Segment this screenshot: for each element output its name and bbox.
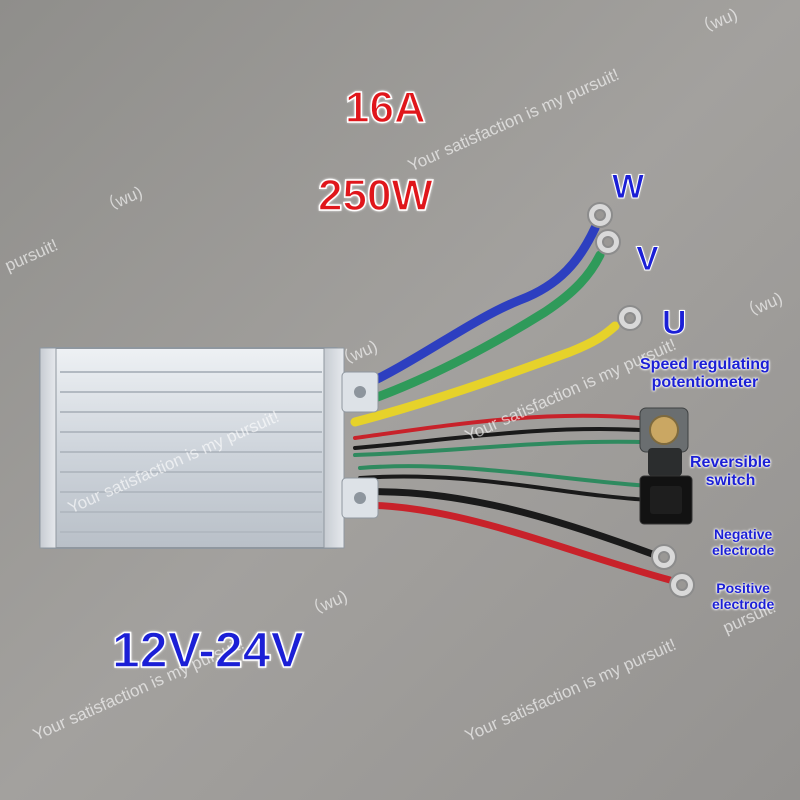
switch-callout: Reversible switch [690,454,771,491]
switch-callout-line1: Reversible [690,454,771,471]
wire-pot-green [353,439,642,457]
current-rating-label: 16A [344,83,426,132]
phase-u-label: U [662,304,688,342]
phase-w-label: W [611,168,645,206]
wire-negative [356,488,659,559]
wire-positive [356,501,674,584]
phase-wires [350,223,674,584]
rocker-switch [639,475,693,525]
wire-switch-black [358,474,652,502]
positive-callout-line2: electrode [712,596,775,613]
positive-callout-line1: Positive [716,580,770,596]
negative-callout-line1: Negative [713,526,773,542]
potentiometer-callout-line2: potentiometer [651,374,759,392]
power-rating-label: 250W [317,171,433,220]
potentiometer-callout: Speed regulating potentiometer [640,356,770,393]
wire-pot-red [353,413,642,440]
wire-w [350,223,600,395]
negative-electrode-callout: Negative electrode [712,526,774,558]
potentiometer-callout-line1: Speed regulating [640,356,770,373]
potentiometer [639,407,689,476]
ring-terminals [587,202,695,598]
phase-v-label: V [636,240,660,278]
wire-pot-black [353,427,642,450]
wire-v [350,250,605,410]
switch-callout-line2: switch [705,472,756,490]
voltage-range-label: 12V-24V [111,622,304,678]
wire-switch-green [358,464,652,488]
wire-u [350,321,620,427]
negative-callout-line2: electrode [712,542,775,559]
positive-electrode-callout: Positive electrode [712,580,774,612]
controller-housing [39,347,379,549]
